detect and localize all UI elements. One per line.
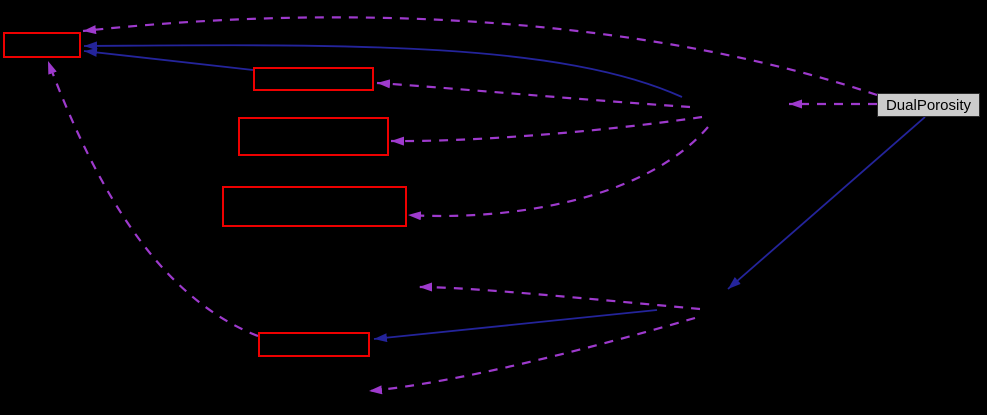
edge-hidden-lower-to-hidden-bottom-left — [368, 316, 696, 395]
node-red-5[interactable] — [258, 332, 370, 357]
edge-hidden-lower-to-hidden-upper-left — [418, 282, 701, 311]
edge-hidden-lower-to-red-5 — [373, 309, 658, 343]
node-red-3[interactable] — [238, 117, 389, 156]
node-red-2[interactable] — [253, 67, 374, 91]
edge-hidden-mid-to-red-1 — [83, 41, 683, 98]
node-dualporosity[interactable]: DualPorosity — [877, 93, 980, 117]
edge-red-5-to-red-1 — [46, 60, 259, 338]
node-red-4[interactable] — [222, 186, 407, 227]
edge-hidden-mid-to-red-4 — [407, 126, 709, 221]
edge-hidden-mid-to-red-3 — [390, 115, 703, 146]
node-red-1[interactable] — [3, 32, 81, 58]
edge-dualporosity-to-hidden-lower — [727, 116, 926, 290]
edge-red-2-to-red-1 — [83, 47, 254, 71]
edge-hidden-mid-to-red-2 — [376, 79, 691, 109]
edge-dualporosity-top-to-red-1 — [82, 16, 878, 97]
